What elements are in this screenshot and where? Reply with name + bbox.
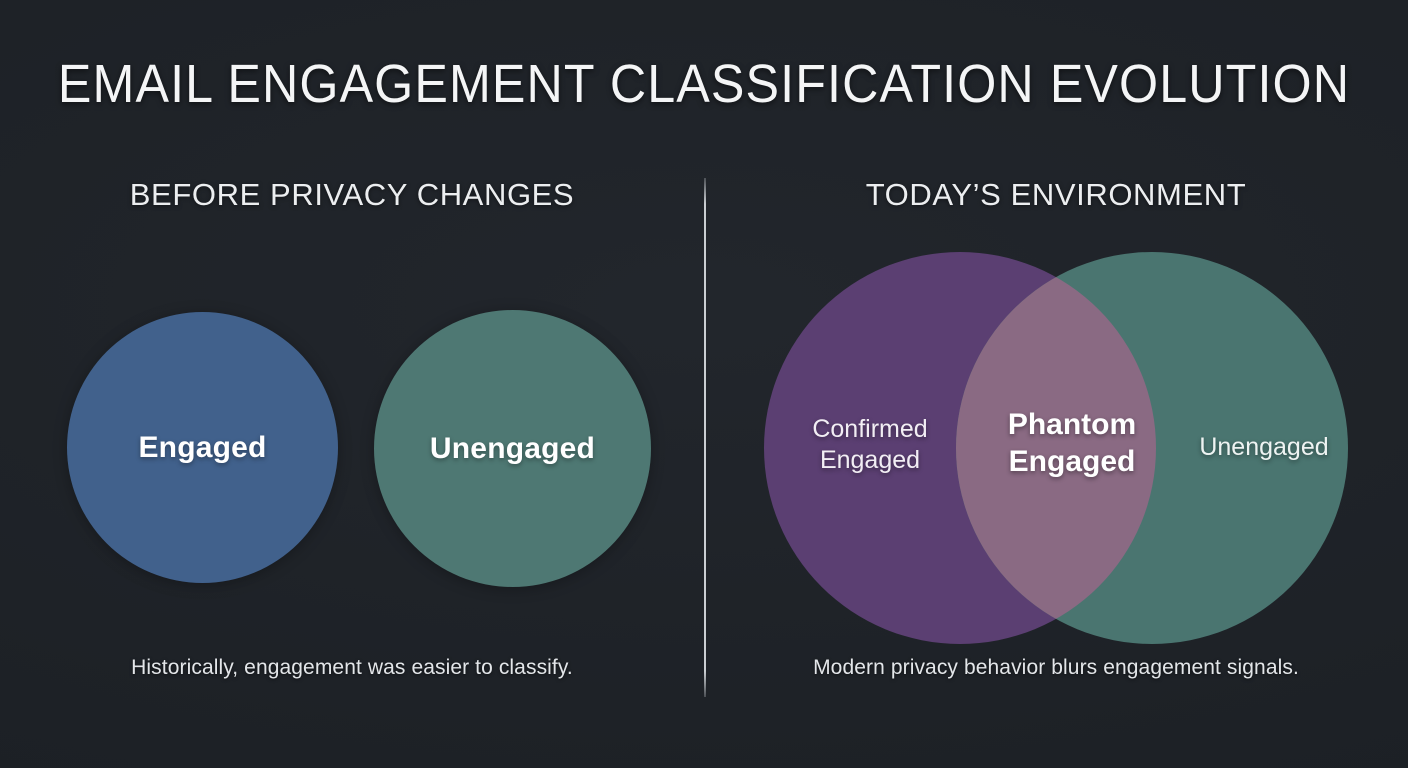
- panel-divider: [704, 178, 706, 697]
- venn-label-phantom-engaged: Phantom Engaged: [984, 407, 1160, 480]
- circle-unengaged-label: Unengaged: [429, 431, 596, 465]
- venn-diagram: Confirmed Engaged Phantom Engaged Unenga…: [744, 252, 1368, 644]
- venn-label-unengaged: Unengaged: [1199, 433, 1329, 461]
- venn-label-confirmed-line2: Engaged: [819, 445, 921, 474]
- panel-todays-environment: TODAY’S ENVIRONMENT Confirmed Engaged Ph…: [704, 160, 1408, 720]
- panel-before-privacy-changes: BEFORE PRIVACY CHANGES Engaged Unengaged…: [0, 160, 704, 720]
- circle-unengaged: Unengaged: [374, 310, 651, 587]
- venn-label-phantom-line2: Engaged: [1008, 444, 1136, 478]
- page-title: EMAIL ENGAGEMENT CLASSIFICATION EVOLUTIO…: [57, 54, 1351, 114]
- circle-engaged: Engaged: [67, 312, 338, 583]
- left-panel-heading: BEFORE PRIVACY CHANGES: [129, 177, 575, 212]
- venn-label-phantom-line1: Phantom: [1007, 408, 1137, 441]
- venn-label-confirmed-line1: Confirmed: [812, 415, 928, 443]
- venn-label-confirmed-engaged: Confirmed Engaged: [784, 414, 956, 475]
- left-panel-caption: Historically, engagement was easier to c…: [131, 656, 573, 679]
- venn-overlap-mask: [956, 252, 1348, 644]
- circle-engaged-label: Engaged: [138, 430, 267, 464]
- right-panel-heading: TODAY’S ENVIRONMENT: [865, 177, 1247, 212]
- right-panel-caption: Modern privacy behavior blurs engagement…: [813, 656, 1299, 679]
